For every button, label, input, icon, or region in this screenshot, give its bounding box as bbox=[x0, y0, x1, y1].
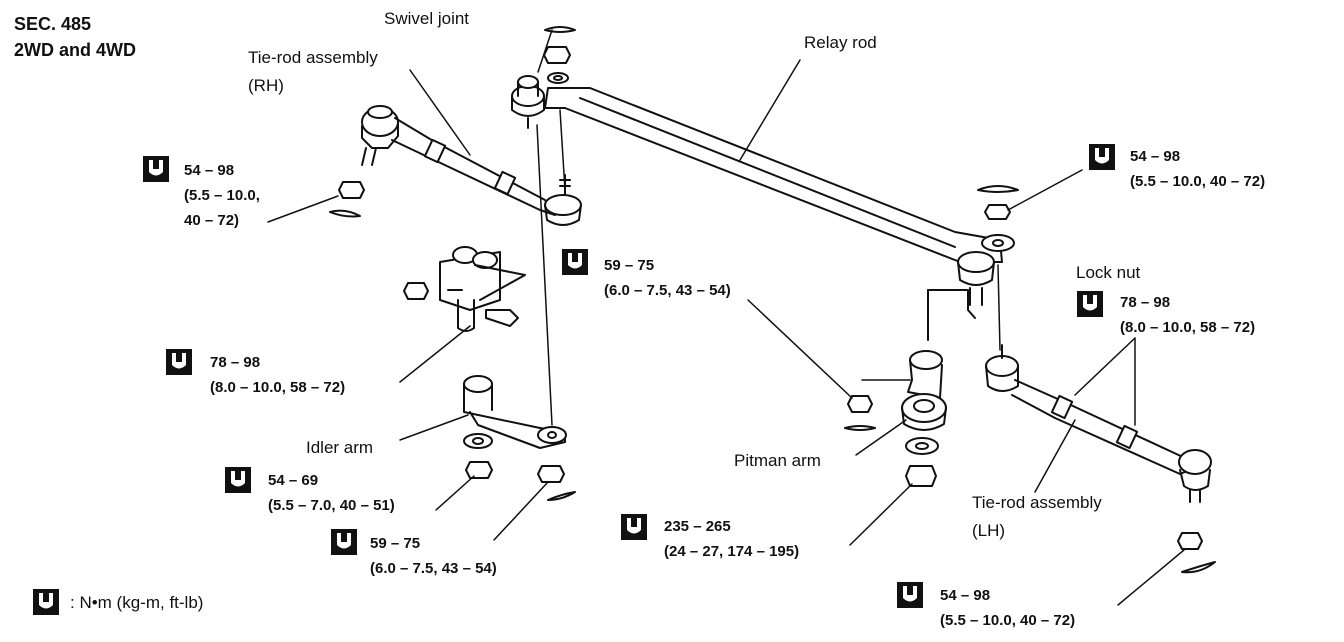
torque-idler-bracket-conv: (8.0 – 10.0, 58 – 72) bbox=[210, 379, 346, 396]
torque-wrench-icon bbox=[621, 514, 647, 540]
idler-arm-washers-nuts bbox=[463, 433, 576, 501]
label-tie-rod-lh-side: (LH) bbox=[972, 521, 1006, 540]
pitman-arm bbox=[901, 289, 976, 431]
torque-wrench-icon bbox=[562, 249, 588, 275]
torque-relay-rh-value: 54 – 98 bbox=[1130, 148, 1181, 165]
torque-lh-tie-rod-conv: (5.5 – 10.0, 40 – 72) bbox=[940, 612, 1076, 629]
torque-lock-nut-conv: (8.0 – 10.0, 58 – 72) bbox=[1120, 319, 1256, 336]
section-number: SEC. 485 bbox=[14, 14, 92, 34]
torque-wrench-icon bbox=[897, 582, 923, 608]
torque-rh-tie-rod-value: 54 – 98 bbox=[184, 162, 235, 179]
swivel-cotter-pin-and-nut bbox=[543, 26, 576, 84]
torque-wrench-icon bbox=[1077, 291, 1103, 317]
label-idler-arm: Idler arm bbox=[306, 438, 374, 457]
tie-rod-lh bbox=[985, 344, 1212, 503]
relay-rod bbox=[544, 87, 1003, 263]
relay-rod-rh-socket bbox=[957, 234, 1015, 306]
swivel-joint bbox=[511, 75, 545, 129]
torque-swivel-value: 59 – 75 bbox=[604, 257, 655, 274]
label-pitman-arm: Pitman arm bbox=[734, 451, 821, 470]
idler-arm bbox=[463, 375, 567, 449]
torque-wrench-icon bbox=[166, 349, 192, 375]
torque-idler-relay-value: 59 – 75 bbox=[370, 535, 421, 552]
pitman-arm-washer-nut bbox=[905, 437, 939, 487]
torque-idler-bracket-value: 78 – 98 bbox=[210, 354, 261, 371]
pitman-relay-nut-and-pin bbox=[844, 379, 911, 431]
label-relay-rod: Relay rod bbox=[804, 33, 877, 52]
torque-wrench-icon bbox=[1089, 144, 1115, 170]
torque-wrench-icon bbox=[331, 529, 357, 555]
relay-rod-rh-nut-and-pin bbox=[977, 185, 1019, 220]
torque-swivel-conv: (6.0 – 7.5, 43 – 54) bbox=[604, 282, 731, 299]
tie-rod-rh-inner-socket bbox=[544, 174, 582, 226]
torque-relay-rh-conv: (5.5 – 10.0, 40 – 72) bbox=[1130, 173, 1266, 190]
legend-unit-text: : N•m (kg-m, ft-lb) bbox=[70, 593, 204, 612]
leader-lines bbox=[267, 29, 1185, 606]
torque-rh-tie-rod-kgm: (5.5 – 10.0, bbox=[184, 187, 260, 204]
torque-pitman-conv: (24 – 27, 174 – 195) bbox=[664, 543, 800, 560]
label-swivel-joint: Swivel joint bbox=[384, 9, 470, 28]
tie-rod-lh-nut-and-pin bbox=[1177, 532, 1216, 574]
torque-idler-arm-value: 54 – 69 bbox=[268, 472, 319, 489]
idler-arm-bracket bbox=[403, 246, 526, 332]
tie-rod-rh bbox=[361, 105, 556, 216]
torque-wrench-icon bbox=[143, 156, 169, 182]
torque-wrench-icon bbox=[33, 589, 59, 615]
label-tie-rod-lh: Tie-rod assembly bbox=[972, 493, 1102, 512]
torque-lh-tie-rod-value: 54 – 98 bbox=[940, 587, 991, 604]
label-tie-rod-rh-side: (RH) bbox=[248, 76, 284, 95]
torque-rh-tie-rod-ftlb: 40 – 72) bbox=[184, 212, 240, 229]
label-lock-nut: Lock nut bbox=[1076, 263, 1141, 282]
applicability-note: 2WD and 4WD bbox=[14, 40, 137, 60]
tie-rod-rh-nut-and-pin bbox=[329, 181, 365, 218]
label-tie-rod-rh: Tie-rod assembly bbox=[248, 48, 378, 67]
torque-lock-nut-value: 78 – 98 bbox=[1120, 294, 1171, 311]
torque-pitman-value: 235 – 265 bbox=[664, 518, 731, 535]
torque-idler-arm-conv: (5.5 – 7.0, 40 – 51) bbox=[268, 497, 395, 514]
torque-wrench-icon bbox=[225, 467, 251, 493]
torque-idler-relay-conv: (6.0 – 7.5, 43 – 54) bbox=[370, 560, 497, 577]
